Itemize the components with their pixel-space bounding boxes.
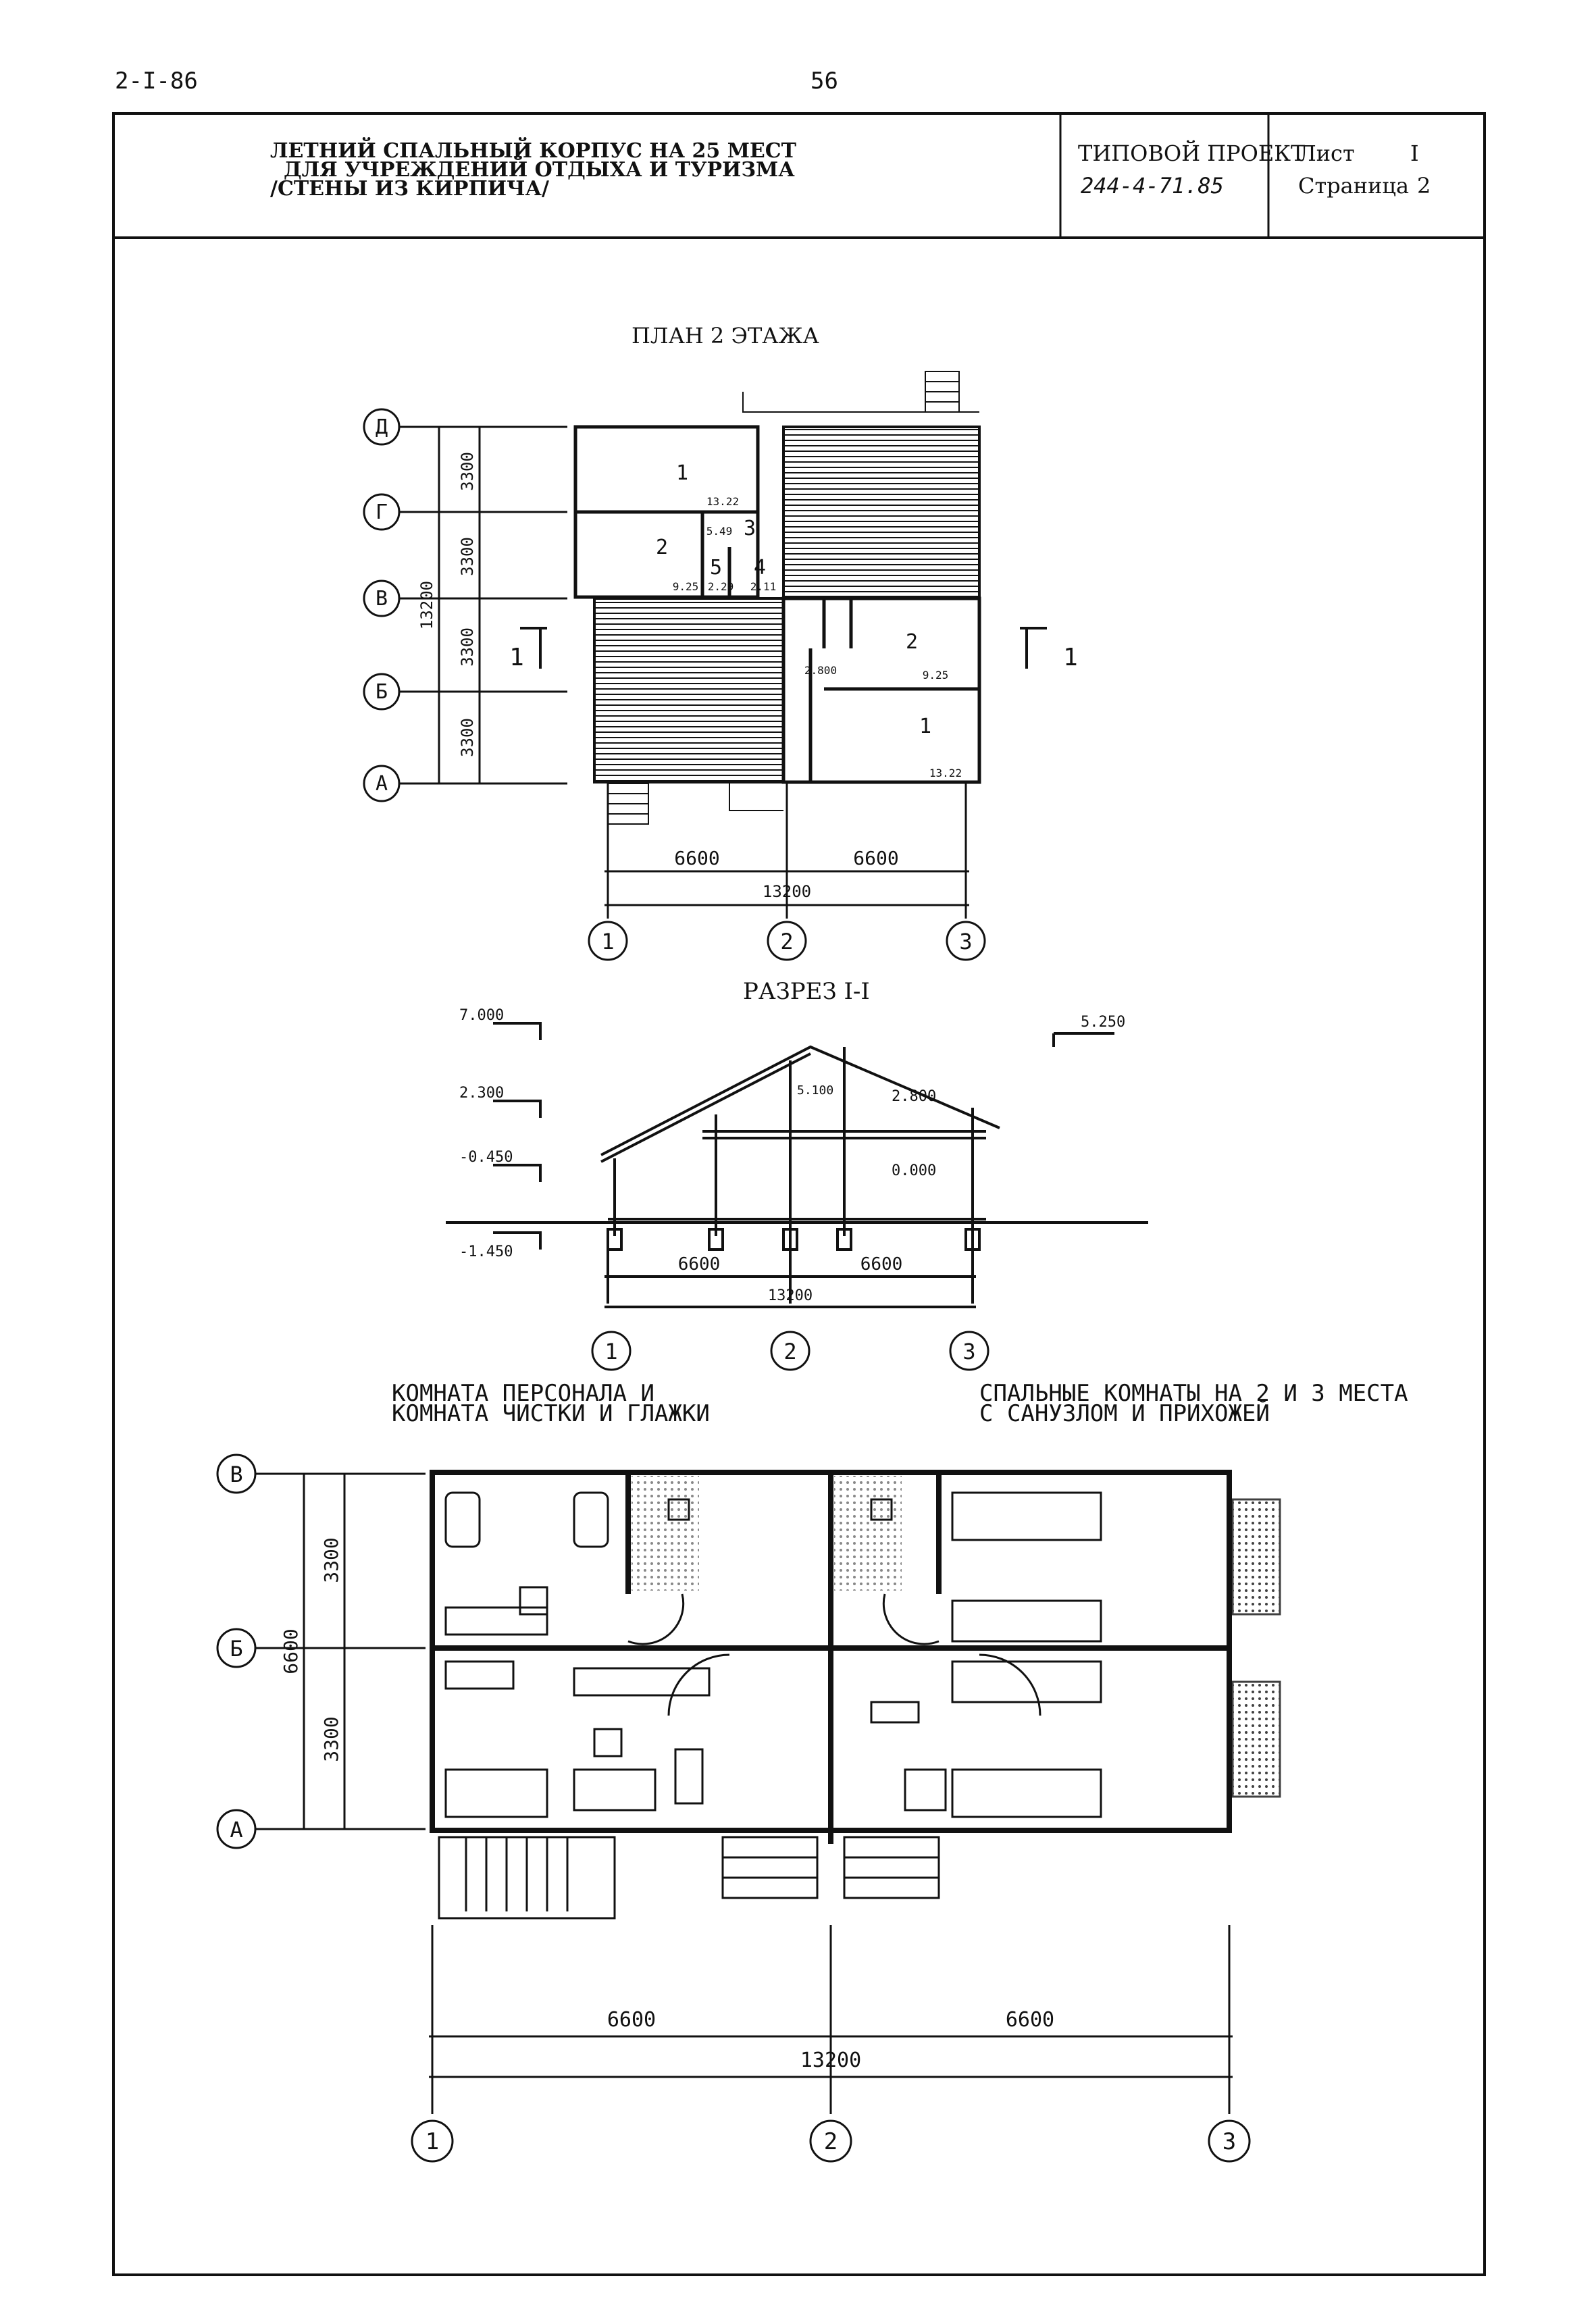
plan2-axis-1: 1	[601, 929, 614, 954]
section-axis-3: 3	[962, 1339, 975, 1364]
axis-D: Д	[376, 415, 388, 439]
plan1-axis-A: А	[230, 1817, 242, 1843]
room-3-num: 3	[744, 517, 756, 540]
plan1-axis-1: 1	[426, 2128, 439, 2155]
section-mark-left: 1	[509, 644, 524, 671]
plan1-total-vertical: 6600	[280, 1628, 302, 1674]
col-dim-2: 6600	[853, 847, 898, 869]
room-5-area: 2.29	[708, 580, 734, 593]
section-axis-1: 1	[604, 1339, 617, 1364]
axis-A: А	[376, 772, 388, 796]
sheet-label: Лист	[1298, 140, 1355, 166]
sheet-value: I	[1410, 140, 1419, 166]
axis-V: В	[376, 587, 388, 611]
col-dim-1: 6600	[674, 847, 719, 869]
room-5-num: 5	[710, 556, 722, 580]
level-5250: 5.250	[1081, 1014, 1125, 1031]
plan1-row-dim-2: 3300	[320, 1716, 342, 1762]
plan1-drawing: В Б А 3300 3300 6600	[216, 1454, 1281, 2163]
room-1b-num: 1	[919, 715, 931, 738]
page-value: 2	[1417, 173, 1431, 199]
section-drawing: 7.000 2.300 -0.450 -1.450 5.250 5.100 2.…	[446, 1007, 1148, 1371]
plan1-axis-V: В	[230, 1462, 242, 1487]
title-line-3: /СТЕНЫ ИЗ КИРПИЧА/	[270, 177, 549, 201]
page-number: 56	[810, 68, 838, 95]
row-dim-4: 3300	[458, 718, 477, 757]
room-1-num: 1	[676, 461, 688, 485]
plan1-col-dim-1: 6600	[607, 2008, 656, 2032]
right-caption-line-1: СПАЛЬНЫЕ КОМНАТЫ НА 2 И 3 МЕСТА	[979, 1380, 1408, 1407]
room-2b-num: 2	[906, 630, 918, 654]
room-2-area: 9.25	[673, 580, 699, 593]
section-col-dim-2: 6600	[860, 1254, 903, 1275]
project-number: 244-4-71.85	[1081, 173, 1224, 199]
axis-G: Г	[376, 500, 388, 524]
room-3-area: 5.49	[706, 525, 733, 538]
page-label: Страница	[1298, 173, 1410, 199]
total-horizontal-dim: 13200	[763, 882, 811, 901]
level-7000: 7.000	[459, 1007, 504, 1024]
room-2-num: 2	[656, 536, 668, 559]
plan2-axis-3: 3	[959, 929, 972, 954]
title-line-1: ЛЕТНИЙ СПАЛЬНЫЙ КОРПУС НА 25 МЕСТ	[270, 139, 796, 163]
level-minus-1450: -1.450	[459, 1243, 513, 1260]
plan2-col-axes: 1 2 3	[588, 921, 986, 961]
section-title: РАЗРЕЗ I-I	[743, 978, 870, 1005]
plan1-axis-B: Б	[230, 1636, 242, 1662]
right-caption-line-2: С САНУЗЛОМ И ПРИХОЖЕЙ	[979, 1400, 1270, 1427]
left-caption-line-2: КОМНАТА ЧИСТКИ И ГЛАЖКИ	[392, 1400, 710, 1427]
section-axis-2: 2	[783, 1339, 796, 1364]
room-4-num: 4	[754, 556, 766, 580]
section-total-dim: 13200	[768, 1287, 813, 1304]
plan1-row-dim-1: 3300	[320, 1537, 342, 1583]
room-4-area: 2.11	[750, 580, 777, 593]
project-label: ТИПОВОЙ ПРОЕКТ	[1078, 140, 1306, 166]
level-0000: 0.000	[892, 1162, 936, 1179]
level-mark: 2.800	[804, 664, 837, 677]
level-2800: 2.800	[892, 1088, 936, 1105]
plan2-axis-2: 2	[780, 929, 793, 954]
plan1-axis-3: 3	[1222, 2128, 1236, 2155]
drawing-code: 2-I-86	[115, 68, 198, 95]
plan2-drawing: Д Г В Б А 3300 3300 3300 3300 13200	[363, 371, 1078, 919]
total-vertical-dim: 13200	[417, 581, 436, 629]
section-col-dim-1: 6600	[678, 1254, 721, 1275]
row-dim-2: 3300	[458, 537, 477, 576]
plan1-total-horizontal: 13200	[800, 2049, 861, 2072]
level-5100: 5.100	[797, 1083, 833, 1098]
level-2300: 2.300	[459, 1085, 504, 1102]
room-1-area: 13.22	[706, 495, 739, 508]
plan2-title: ПЛАН 2 ЭТАЖА	[632, 323, 819, 349]
room-2b-area: 9.25	[923, 669, 949, 682]
row-dim-3: 3300	[458, 627, 477, 667]
section-mark-right: 1	[1063, 644, 1078, 671]
level-minus-0450: -0.450	[459, 1149, 513, 1166]
axis-B: Б	[376, 680, 388, 704]
plan1-axis-2: 2	[824, 2128, 838, 2155]
left-caption-line-1: КОМНАТА ПЕРСОНАЛА И	[392, 1380, 654, 1407]
room-1b-area: 13.22	[929, 767, 962, 779]
plan1-col-dim-2: 6600	[1006, 2008, 1054, 2032]
title-line-2: ДЛЯ УЧРЕЖДЕНИЙ ОТДЫХА И ТУРИЗМА	[284, 158, 795, 182]
row-dim-1: 3300	[458, 452, 477, 491]
